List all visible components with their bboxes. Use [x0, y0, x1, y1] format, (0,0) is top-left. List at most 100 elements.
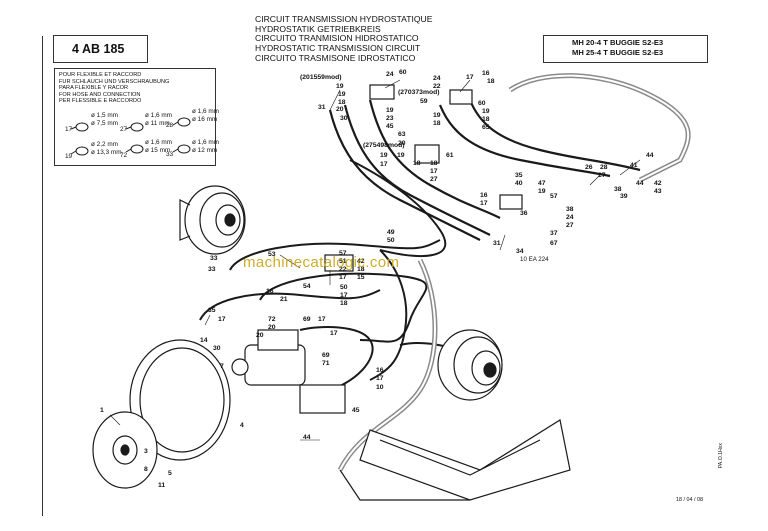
- callout: 19: [380, 152, 388, 159]
- callout: 7: [220, 363, 224, 370]
- callout: 21: [280, 296, 288, 303]
- valve-block: [324, 254, 354, 272]
- callout: 5: [168, 470, 172, 477]
- valve-block: [449, 89, 473, 105]
- callout: 20: [256, 332, 264, 339]
- legend-dim: ø 1,6 mm: [192, 108, 219, 115]
- side-code: PA.O.1Hxx: [718, 443, 724, 469]
- wheel-motor-right: [437, 329, 503, 401]
- callout: 22: [433, 83, 441, 90]
- model-box: MH 20-4 T BUGGIE S2-E3 MH 25-4 T BUGGIE …: [543, 35, 708, 63]
- callout: 17: [480, 200, 488, 207]
- title-fr: CIRCUIT TRANSMISSION HYDROSTATIQUE: [255, 14, 433, 24]
- callout: 17: [318, 316, 326, 323]
- legend-clamps: [70, 117, 191, 156]
- hydraulic-pump: [231, 329, 346, 414]
- watermark: machinecatalogic.com: [243, 254, 400, 271]
- callout: 50: [387, 237, 395, 244]
- callout: 18: [487, 78, 495, 85]
- callout: 19: [386, 107, 394, 114]
- callout: 16: [376, 367, 384, 374]
- callout: 11: [158, 482, 166, 489]
- callout: 18: [357, 266, 365, 273]
- callout: 43: [654, 188, 662, 195]
- callout: 44: [303, 434, 311, 441]
- callout: 1: [100, 407, 104, 414]
- callout: 3: [144, 448, 148, 455]
- callout: 33: [210, 255, 218, 262]
- hose-line: [199, 289, 381, 321]
- callout: 35: [208, 307, 216, 314]
- callout: 27: [598, 172, 606, 179]
- title-en: HYDROSTATIC TRANSMISSION CIRCUIT: [255, 43, 421, 54]
- callout: 36: [520, 210, 528, 217]
- callout: 24: [433, 75, 441, 82]
- callout: 18: [338, 99, 346, 106]
- callout: 27: [566, 222, 574, 229]
- callout: 39: [620, 193, 628, 200]
- callout: 49: [387, 229, 395, 236]
- legend-text: POUR FLEXIBLE ET RACCORD FUR SCHLAUCH UN…: [59, 72, 169, 105]
- callout: 23: [386, 115, 394, 122]
- callout: 33: [208, 266, 216, 273]
- legend-dim: ø 16 mm: [192, 116, 218, 123]
- callout: 60: [478, 100, 486, 107]
- hose-line: [299, 326, 374, 391]
- callout: 65: [482, 124, 490, 131]
- valve-block: [414, 144, 440, 164]
- flywheel: [92, 339, 231, 489]
- callout: 63: [398, 131, 406, 138]
- callout: 69: [303, 316, 311, 323]
- mod-label: (275498mod): [363, 142, 405, 149]
- callout: 19: [338, 91, 346, 98]
- legend-line: POUR FLEXIBLE ET RACCORD: [59, 72, 142, 78]
- frame-line: [42, 36, 43, 516]
- callout: 31: [318, 104, 326, 111]
- callout: 30: [213, 345, 221, 352]
- legend-ref: 33: [166, 151, 174, 158]
- mod-label: (201559mod): [300, 74, 342, 81]
- reference-code: 4 AB 185: [72, 42, 125, 56]
- title-it: CIRCUITO TRASMISONE IDROSTATICO: [255, 52, 416, 63]
- callout: 38: [566, 206, 574, 213]
- callout: 31: [493, 240, 501, 247]
- callout: 51: [339, 258, 347, 265]
- reference-code-label: 10 EA 224: [520, 256, 549, 263]
- callout: 42: [357, 258, 365, 265]
- callout: 19: [538, 188, 546, 195]
- callout: 17: [339, 274, 347, 281]
- callout: 59: [420, 98, 428, 105]
- callout: 17: [330, 330, 338, 337]
- legend-dim: ø 1,6 mm: [192, 139, 219, 146]
- callout: 19: [397, 152, 405, 159]
- callout: 40: [515, 180, 523, 187]
- legend-line: FUR SCHLAUCH UND VERSCHRAUBUNG: [59, 78, 170, 85]
- legend-ref: 19: [65, 153, 73, 160]
- callout: 10: [376, 384, 384, 391]
- legend-dim: ø 11 mm: [145, 120, 170, 127]
- callout: 17: [218, 316, 226, 323]
- callout: 16: [482, 70, 490, 77]
- callout: 19: [336, 83, 344, 90]
- callout: 45: [386, 123, 394, 130]
- return-hose: [339, 259, 436, 471]
- callout: 26: [585, 164, 593, 171]
- hose-line: [259, 272, 428, 343]
- valve-block: [369, 84, 395, 100]
- hose-line: [328, 109, 481, 241]
- callout: 69: [322, 352, 330, 359]
- callout: 60: [399, 69, 407, 76]
- callout: 20: [336, 106, 344, 113]
- callout: 16: [266, 288, 274, 295]
- callout: 38: [614, 186, 622, 193]
- callout: 57: [550, 193, 558, 200]
- callout: 47: [538, 180, 546, 187]
- axle-frame: [339, 419, 571, 501]
- title-block: CIRCUIT TRANSMISSION HYDROSTATIQUE HYDRO…: [255, 14, 433, 64]
- footer-date: 18 / 04 / 08: [676, 497, 703, 503]
- hose-line: [229, 239, 441, 271]
- reference-box: 4 AB 185: [53, 35, 148, 63]
- model-2: MH 25-4 T BUGGIE S2-E3: [572, 48, 664, 57]
- callout: 67: [550, 240, 558, 247]
- callout: 15: [357, 274, 365, 281]
